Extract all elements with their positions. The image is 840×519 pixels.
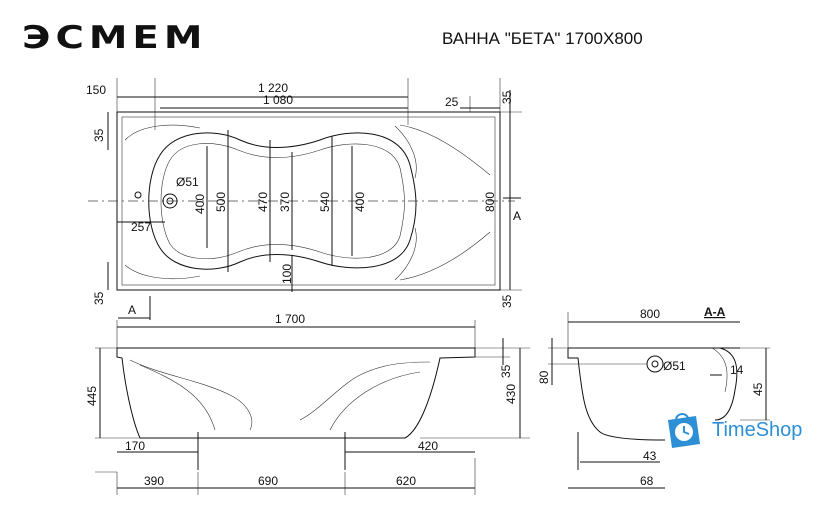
basin-outline xyxy=(148,132,417,270)
basin-inner xyxy=(160,143,405,260)
dim-800-width: 800 xyxy=(483,192,497,212)
dim-257: 257 xyxy=(131,220,151,234)
dim-400-left: 400 xyxy=(193,194,207,214)
dim-150: 150 xyxy=(86,83,106,97)
brand-logo: ЭСМЕМ xyxy=(22,20,208,56)
dim-14: 14 xyxy=(730,363,744,377)
moulding-right-inner xyxy=(394,125,417,281)
dim-370: 370 xyxy=(278,192,292,212)
section-wall xyxy=(714,347,738,421)
side-view: 1 700 445 35 430 170 420 xyxy=(85,312,530,495)
dim-1220: 1 220 xyxy=(258,81,288,95)
section-view: A-A 800 Ø51 80 14 45 43 68 xyxy=(537,305,770,489)
dim-35-bottom-right: 35 xyxy=(500,294,514,308)
section-outline xyxy=(567,347,740,441)
overflow-icon xyxy=(134,191,142,199)
dim-170: 170 xyxy=(125,439,145,453)
dim-100: 100 xyxy=(280,264,294,284)
timeshop-watermark: TimeShop xyxy=(662,410,802,450)
shopping-bag-clock-icon xyxy=(668,413,700,448)
dim-390: 390 xyxy=(144,474,164,488)
moulding-left xyxy=(124,124,201,280)
dim-620: 620 xyxy=(396,474,416,488)
dim-470: 470 xyxy=(256,192,270,212)
dim-420: 420 xyxy=(418,439,438,453)
dim-43: 43 xyxy=(643,449,657,463)
dim-25: 25 xyxy=(445,95,459,109)
section-mark-a-left: A xyxy=(128,303,136,317)
side-contour xyxy=(129,359,431,431)
moulding-right xyxy=(399,124,491,281)
drawing-title: ВАННА "БЕТА" 1700Х800 xyxy=(442,29,643,48)
dim-35-top-left: 35 xyxy=(92,128,106,142)
dim-35-side: 35 xyxy=(499,364,513,378)
tub-side-outline xyxy=(116,347,476,439)
dim-400-right: 400 xyxy=(353,192,367,212)
dim-1700: 1 700 xyxy=(275,312,305,326)
dim-35-top-right: 35 xyxy=(500,90,514,104)
dim-section-800: 800 xyxy=(640,307,660,321)
section-mark-a-right: A xyxy=(513,209,521,223)
dim-445: 445 xyxy=(85,386,99,406)
dim-45: 45 xyxy=(751,382,765,396)
dim-68: 68 xyxy=(640,474,654,488)
timeshop-text: TimeShop xyxy=(712,418,803,441)
dim-500: 500 xyxy=(214,192,228,212)
dim-35-bottom-left: 35 xyxy=(92,291,106,305)
dim-690: 690 xyxy=(258,474,278,488)
drain-icon xyxy=(162,193,178,209)
dim-1080: 1 080 xyxy=(263,93,293,107)
section-label: A-A xyxy=(704,305,726,319)
dim-section-51: Ø51 xyxy=(663,359,686,373)
dim-430: 430 xyxy=(504,384,518,404)
section-drain-icon xyxy=(646,355,664,373)
dim-drain-51: Ø51 xyxy=(176,175,199,189)
dim-80: 80 xyxy=(537,370,551,384)
top-view: 150 1 220 1 080 25 35 800 35 A 35 35 257… xyxy=(86,78,522,320)
dim-540: 540 xyxy=(318,192,332,212)
